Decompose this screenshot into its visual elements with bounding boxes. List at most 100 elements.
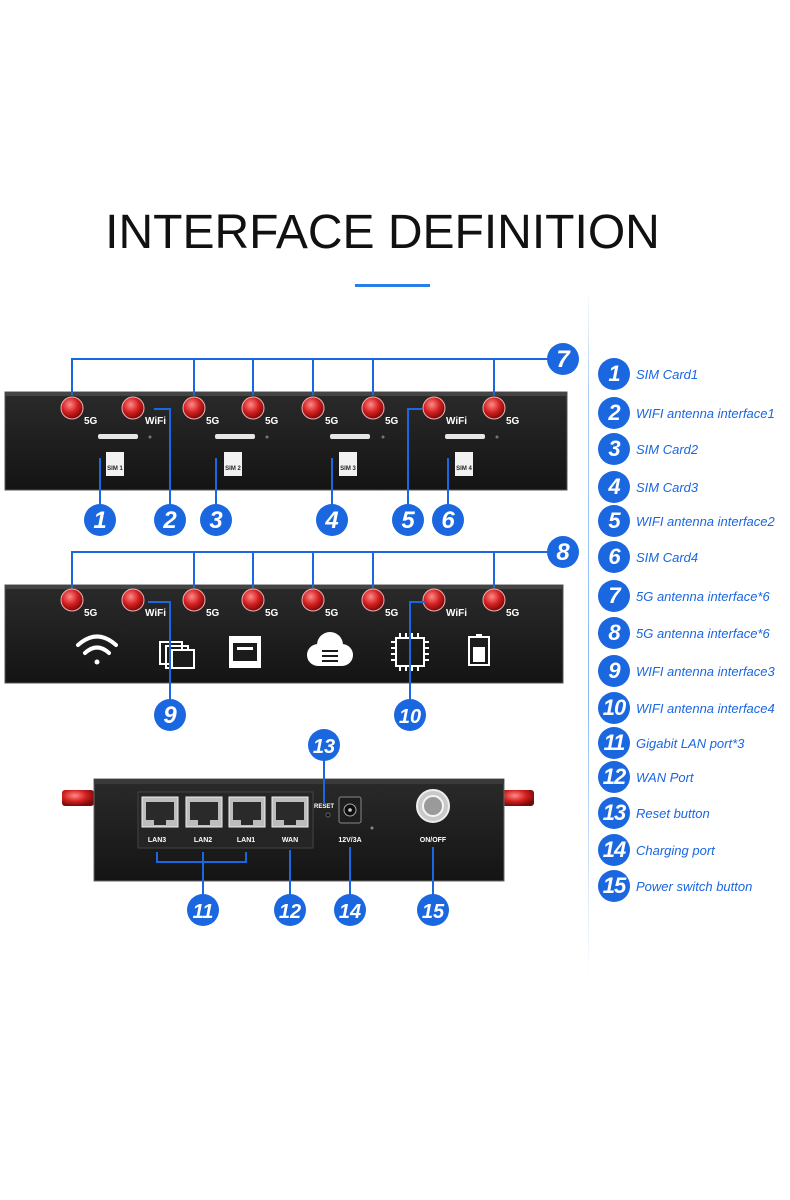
interface-diagram: 5G WiFi 5G 5G 5G 5G WiFi 5G SIM 1 SIM 2 SIM 3 S… <box>4 343 579 926</box>
callout-marker <box>316 504 348 536</box>
legend-label: WIFI antenna interface4 <box>636 701 775 716</box>
callout-number: 9 <box>163 702 177 729</box>
legend-number: 3 <box>598 433 630 465</box>
antenna-connector <box>301 396 325 420</box>
port-label-lan3: LAN3 <box>148 837 166 844</box>
sim-slot-3: SIM 3 <box>330 434 385 476</box>
ethernet-port-icon <box>229 636 261 668</box>
antenna-connector <box>121 396 145 420</box>
sim-slot-4: SIM 4 <box>445 434 499 476</box>
callout-number: 12 <box>279 901 301 923</box>
callout-marker <box>334 894 366 926</box>
legend-item: 4 SIM Card3 <box>598 471 790 505</box>
legend-number: 1 <box>598 358 630 390</box>
power-label: 12V/3A <box>338 837 361 844</box>
antenna-label: 5G <box>385 608 399 619</box>
legend-label: 5G antenna interface*6 <box>636 626 770 641</box>
callout-marker <box>547 343 579 375</box>
legend-item: 11 Gigabit LAN port*3 <box>598 727 790 761</box>
legend-item: 8 5G antenna interface*6 <box>598 617 790 651</box>
legend-item: 9 WIFI antenna interface3 <box>598 655 790 689</box>
legend-number: 11 <box>598 727 630 759</box>
antenna-label: 5G <box>206 416 220 427</box>
antenna-label: WiFi <box>446 416 467 427</box>
legend-label: Reset button <box>636 806 710 821</box>
page-title: INTERFACE DEFINITION <box>105 206 660 259</box>
legend-item: 7 5G antenna interface*6 <box>598 580 790 614</box>
antenna-label: 5G <box>206 608 220 619</box>
ethernet-ports <box>141 796 309 828</box>
callout-marker <box>547 536 579 568</box>
ethernet-port-tab <box>154 820 166 825</box>
port-label-wan: WAN <box>282 837 298 844</box>
legend-number: 2 <box>598 397 630 429</box>
callout-number: 15 <box>422 901 445 923</box>
ethernet-port-socket <box>190 802 218 820</box>
ethernet-port-socket <box>233 802 261 820</box>
callout-marker <box>200 504 232 536</box>
antenna-connector <box>241 396 265 420</box>
sim-label-4: SIM 4 <box>456 466 472 472</box>
legend-number: 10 <box>598 692 630 724</box>
legend-number: 12 <box>598 761 630 793</box>
side-antenna-left <box>62 790 94 806</box>
ethernet-port-socket <box>276 802 304 820</box>
antenna-label: 5G <box>325 416 339 427</box>
antenna-label: 5G <box>84 416 98 427</box>
callout-marker <box>432 504 464 536</box>
callout-lines-top <box>71 358 548 505</box>
callout-number: 5 <box>401 507 415 534</box>
callout-number: 3 <box>209 507 223 534</box>
legend-number: 13 <box>598 797 630 829</box>
sim-label-2: SIM 2 <box>225 466 241 472</box>
legend-number: 6 <box>598 541 630 573</box>
ethernet-port-socket <box>146 802 174 820</box>
callout-number: 7 <box>556 346 571 373</box>
legend-label: 5G antenna interface*6 <box>636 589 770 604</box>
callout-marker <box>392 504 424 536</box>
callout-number: 14 <box>339 901 361 923</box>
rear-panel: LAN3 LAN2 LAN1 WAN RESET 12V/3A ON/OFF <box>62 778 534 882</box>
callout-number: 2 <box>162 507 177 534</box>
antenna-connector <box>422 588 446 612</box>
battery-icon <box>468 634 490 666</box>
callout-marker <box>187 894 219 926</box>
legend-label: Gigabit LAN port*3 <box>636 736 745 751</box>
ethernet-port-tab <box>241 820 253 825</box>
legend-label: WIFI antenna interface3 <box>636 664 775 679</box>
reset-label: RESET <box>314 804 334 810</box>
ethernet-port-tab <box>198 820 210 825</box>
legend-label: SIM Card2 <box>636 442 699 457</box>
sim-label-1: SIM 1 <box>107 466 123 472</box>
antenna-connector <box>361 396 385 420</box>
callout-number: 11 <box>193 901 214 923</box>
legend-number: 4 <box>598 471 630 503</box>
legend-label: WIFI antenna interface2 <box>636 514 775 529</box>
legend-item: 6 SIM Card4 <box>598 541 790 575</box>
callout-marker <box>308 729 340 761</box>
callout-number: 13 <box>313 736 335 758</box>
legend-item: 15 Power switch button <box>598 870 790 904</box>
ethernet-port-tab <box>284 820 296 825</box>
legend-item: 14 Charging port <box>598 834 790 868</box>
switch-label: ON/OFF <box>420 837 447 844</box>
reset-button[interactable] <box>325 812 331 818</box>
legend-item: 13 Reset button <box>598 797 790 831</box>
antenna-connector <box>60 588 84 612</box>
callout-lines-middle <box>71 551 548 700</box>
legend-item: 2 WIFI antenna interface1 <box>598 397 790 431</box>
antenna-label: 5G <box>506 608 520 619</box>
antenna-label: 5G <box>265 416 279 427</box>
legend-label: Charging port <box>636 843 715 858</box>
legend-label: SIM Card3 <box>636 480 699 495</box>
callout-number: 4 <box>324 507 338 534</box>
antenna-label: 5G <box>84 608 98 619</box>
callout-lines-bottom <box>156 760 434 895</box>
sim-label-3: SIM 3 <box>340 466 356 472</box>
legend-number: 7 <box>598 580 630 612</box>
callout-number: 8 <box>556 539 570 566</box>
legend-item: 1 SIM Card1 <box>598 358 790 392</box>
antenna-label: WiFi <box>145 608 166 619</box>
antenna-connector <box>301 588 325 612</box>
